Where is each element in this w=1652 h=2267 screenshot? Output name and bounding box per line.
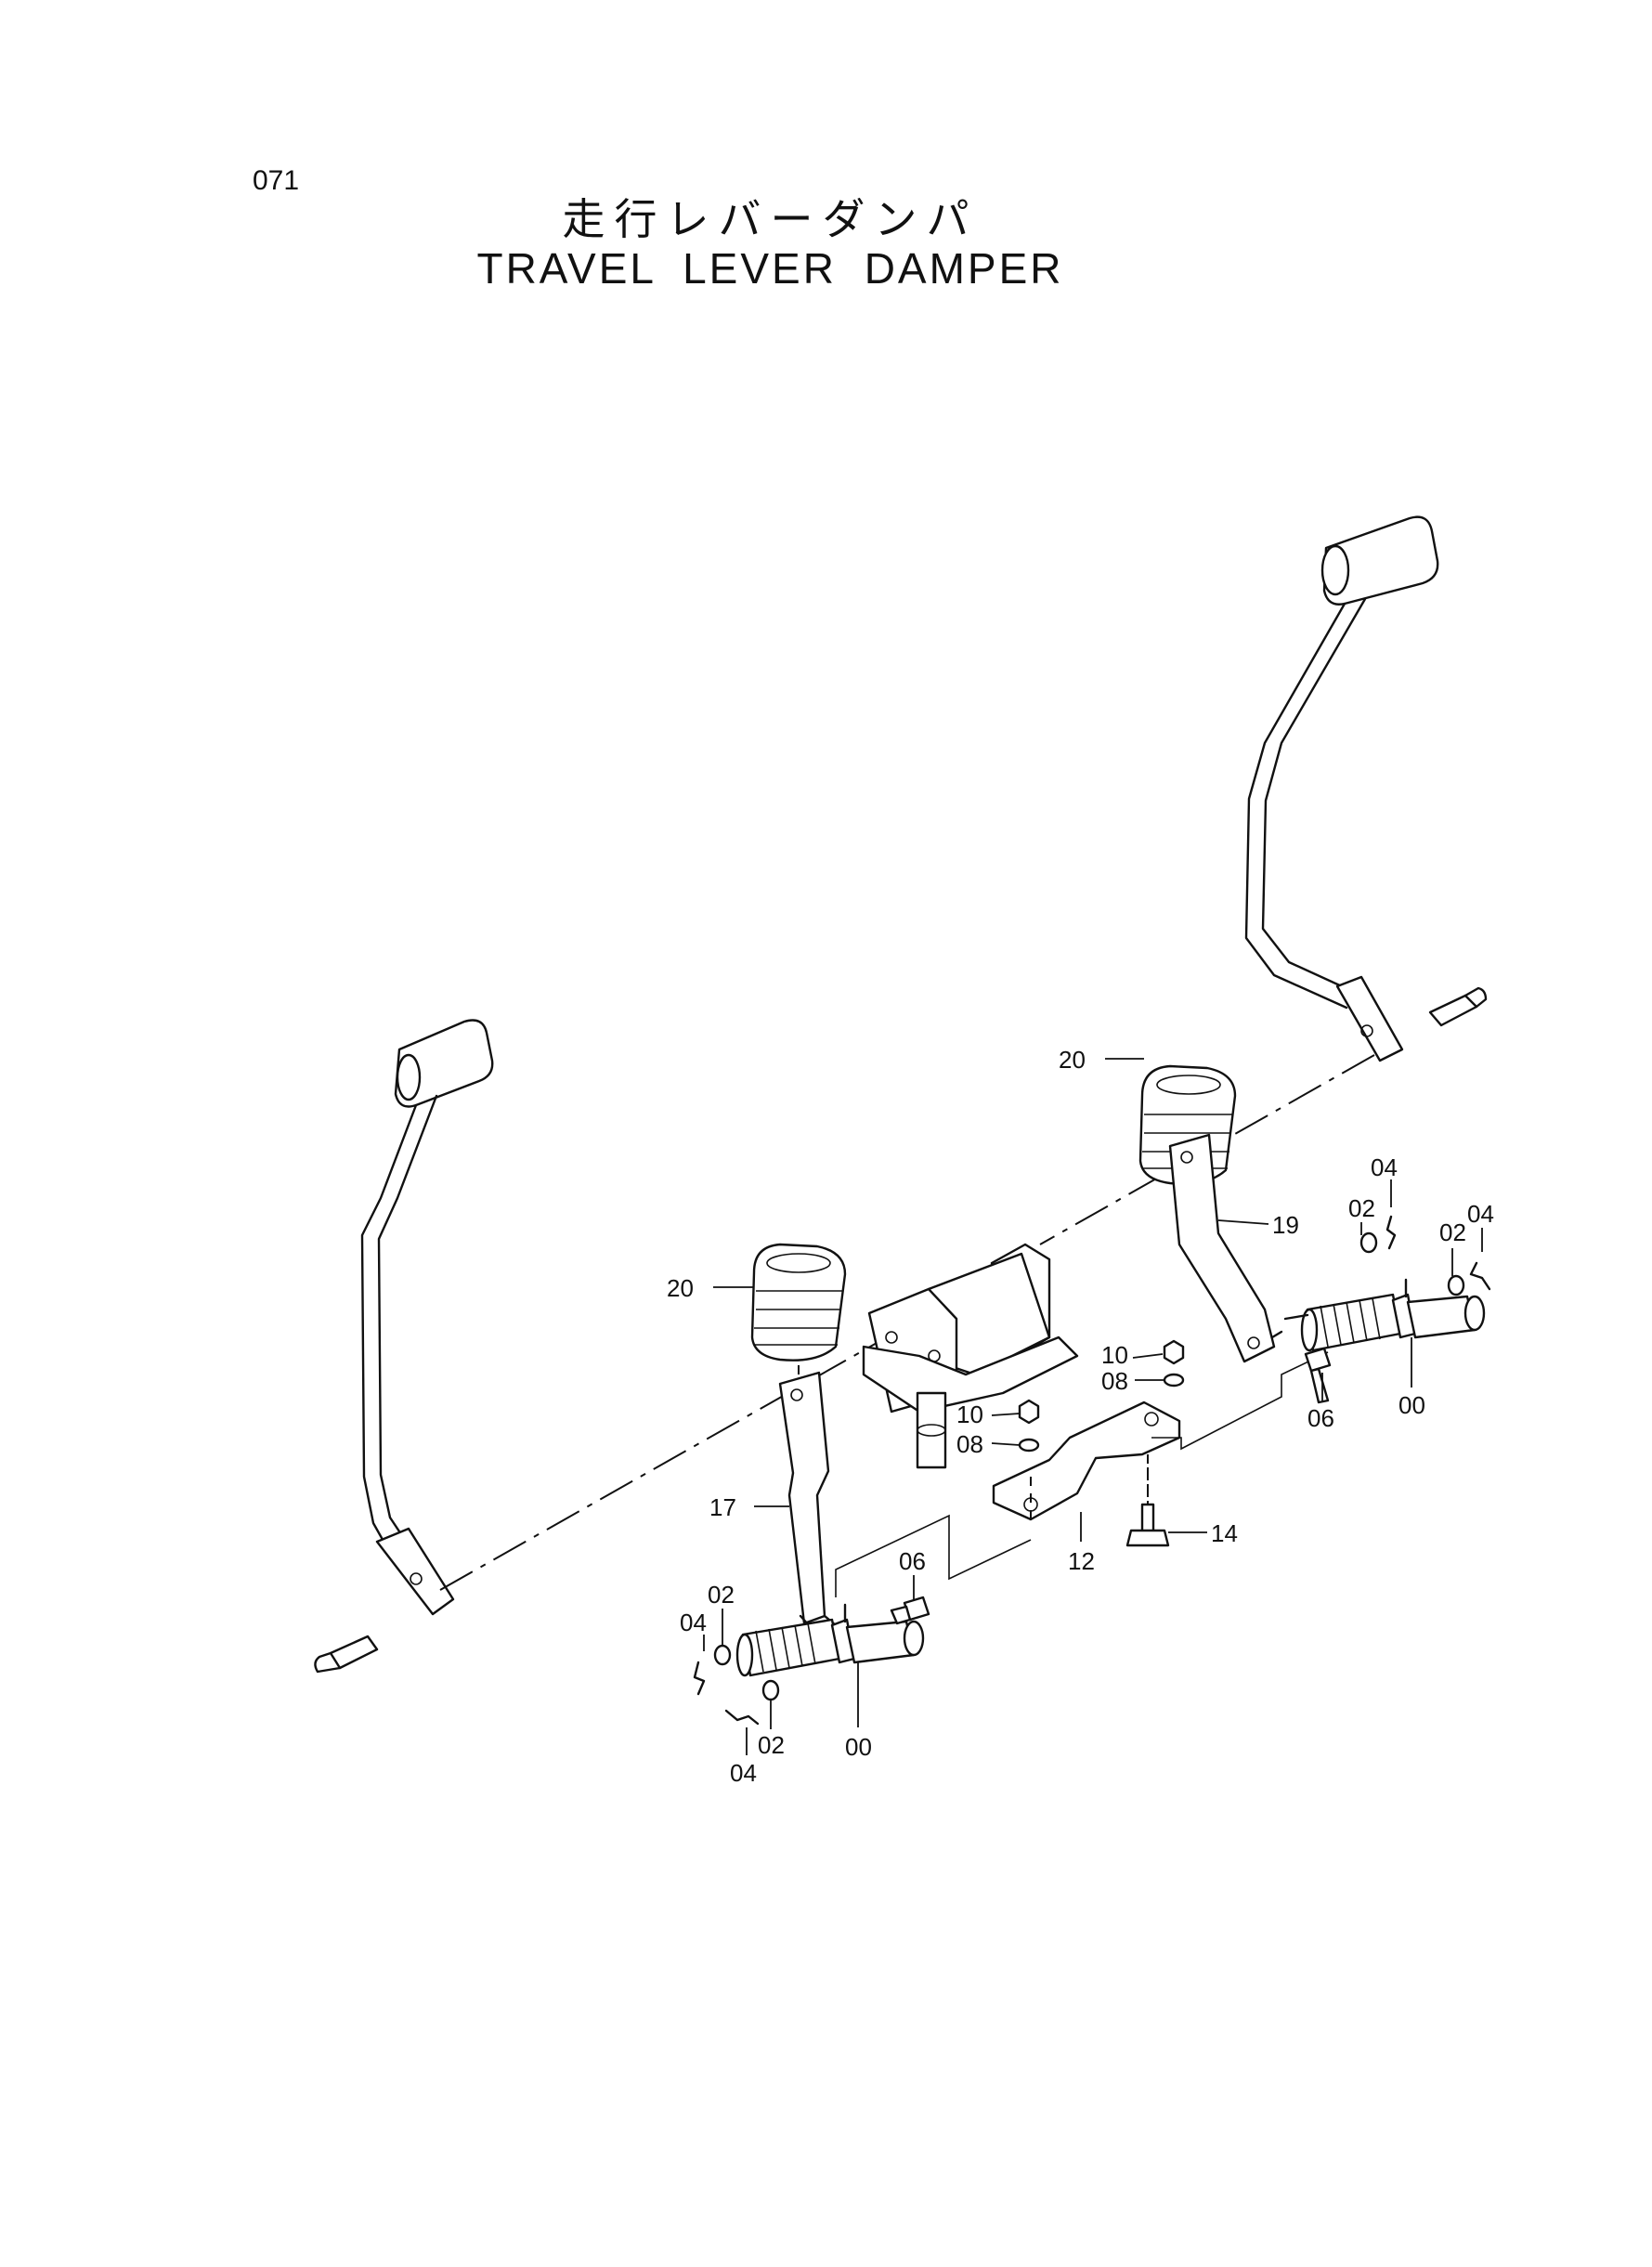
- plate-12: [992, 1401, 1181, 1521]
- pin-06-left: [890, 1596, 930, 1625]
- callout-20-right: 20: [1059, 1046, 1086, 1074]
- nut-10-lower: [1018, 1399, 1040, 1425]
- washer-02-r1: [1359, 1231, 1378, 1254]
- washer-02-l1: [713, 1644, 732, 1666]
- callout-02-l2: 02: [758, 1731, 785, 1759]
- pin-06-right: [1304, 1347, 1332, 1404]
- callout-02-l1: 02: [708, 1581, 735, 1609]
- washer-02-l2: [761, 1679, 780, 1701]
- clip-04-r2: [1469, 1261, 1491, 1291]
- callout-00-right: 00: [1398, 1391, 1425, 1419]
- callout-02-r2: 02: [1439, 1218, 1466, 1246]
- washer-02-r2: [1447, 1274, 1465, 1296]
- nut-10-upper: [1163, 1339, 1185, 1365]
- bracket-19: [1168, 1133, 1276, 1363]
- callout-08-upper: 08: [1101, 1367, 1128, 1395]
- callout-17: 17: [709, 1493, 736, 1521]
- clip-04-r1: [1385, 1215, 1397, 1250]
- callout-19: 19: [1272, 1211, 1299, 1239]
- washer-08-lower: [1018, 1438, 1040, 1453]
- callout-04-l2: 04: [730, 1759, 757, 1787]
- damper-cylinder-left: [735, 1603, 925, 1677]
- callout-04-r1: 04: [1371, 1153, 1398, 1181]
- callout-10-upper: 10: [1101, 1341, 1128, 1369]
- boot-left: [750, 1243, 847, 1362]
- callout-20-left: 20: [667, 1274, 694, 1302]
- damper-cylinder-right: [1283, 1278, 1486, 1352]
- callout-06-right: 06: [1307, 1404, 1334, 1432]
- washer-08-upper: [1163, 1373, 1185, 1388]
- bracket-17: [778, 1371, 830, 1625]
- callout-06-left: 06: [899, 1547, 926, 1575]
- callout-14: 14: [1211, 1519, 1238, 1547]
- title-english: TRAVEL LEVER DAMPER: [476, 244, 1064, 293]
- page-number: 071: [253, 165, 300, 196]
- callout-00-left: 00: [845, 1733, 872, 1761]
- bolt-14: [1125, 1467, 1170, 1547]
- callout-08-lower: 08: [956, 1430, 983, 1458]
- title-japanese: 走行レバーダンパ: [562, 194, 979, 244]
- callout-12: 12: [1068, 1547, 1095, 1575]
- left-travel-lever: [314, 1019, 494, 1674]
- clip-04-l1: [693, 1661, 706, 1696]
- right-travel-lever: [1244, 515, 1488, 1062]
- clip-04-l2: [724, 1709, 760, 1726]
- callout-02-r1: 02: [1348, 1194, 1375, 1222]
- callout-04-r2: 04: [1467, 1200, 1494, 1228]
- center-line-left: [439, 1318, 920, 1591]
- callout-04-l1: 04: [680, 1609, 707, 1636]
- callout-10-lower: 10: [956, 1401, 983, 1428]
- damper-body: [862, 1243, 1079, 1469]
